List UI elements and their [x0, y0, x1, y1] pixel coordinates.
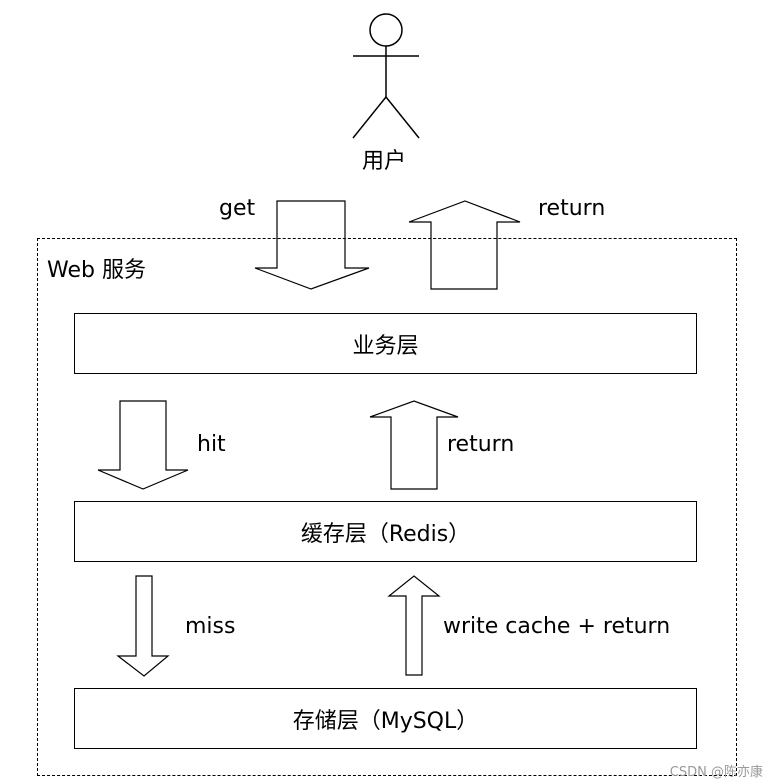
- business-layer-box: 业务层: [74, 313, 697, 374]
- storage-layer-label: 存储层（MySQL）: [292, 708, 479, 734]
- cache-layer-label: 缓存层（Redis）: [300, 521, 471, 547]
- storage-layer-box: 存储层（MySQL）: [74, 688, 697, 749]
- actor-left-leg: [352, 96, 387, 139]
- user-actor-figure: [352, 13, 420, 139]
- hit-label: hit: [197, 432, 226, 457]
- watermark: CSDN @陈亦康: [669, 765, 763, 780]
- miss-label: miss: [185, 614, 236, 639]
- miss-down-arrow: [116, 575, 170, 677]
- get-down-arrow: [254, 200, 370, 290]
- user-label: 用户: [362, 149, 407, 174]
- actor-right-leg: [385, 96, 420, 139]
- return-up-arrow-user: [408, 200, 521, 290]
- business-layer-label: 业务层: [352, 333, 419, 359]
- actor-head: [369, 13, 403, 47]
- return-up-arrow-cache: [369, 400, 459, 490]
- write-cache-up-arrow: [387, 575, 441, 676]
- cache-return-label: return: [447, 432, 515, 457]
- web-service-label: Web 服务: [47, 258, 146, 283]
- write-cache-return-label: write cache + return: [443, 614, 671, 639]
- cache-layer-box: 缓存层（Redis）: [74, 501, 697, 562]
- web-service-zone: [37, 238, 737, 776]
- user-return-label: return: [538, 196, 606, 221]
- hit-down-arrow: [97, 400, 189, 490]
- get-label: get: [219, 196, 256, 221]
